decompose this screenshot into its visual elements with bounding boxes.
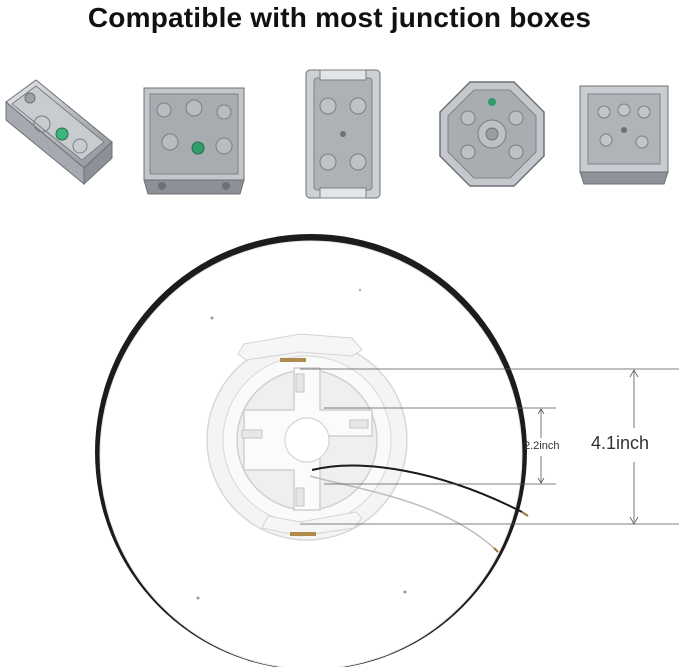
rectangular-handy-box-image	[5, 79, 113, 186]
octagon-box-image	[439, 81, 545, 187]
square-box-image	[143, 87, 245, 195]
inner-spacing-label: 2.2inch	[524, 440, 560, 452]
tall-box-image	[305, 69, 381, 199]
dimension-lines	[300, 368, 679, 525]
junction-box-row	[0, 60, 679, 210]
outer-spacing-label: 4.1inch	[591, 433, 650, 453]
mounting-plate	[206, 333, 408, 541]
black-wire	[311, 464, 523, 513]
white-wire	[309, 475, 495, 549]
page-title: Compatible with most junction boxes	[87, 2, 592, 33]
shallow-square-box-image	[579, 85, 669, 185]
